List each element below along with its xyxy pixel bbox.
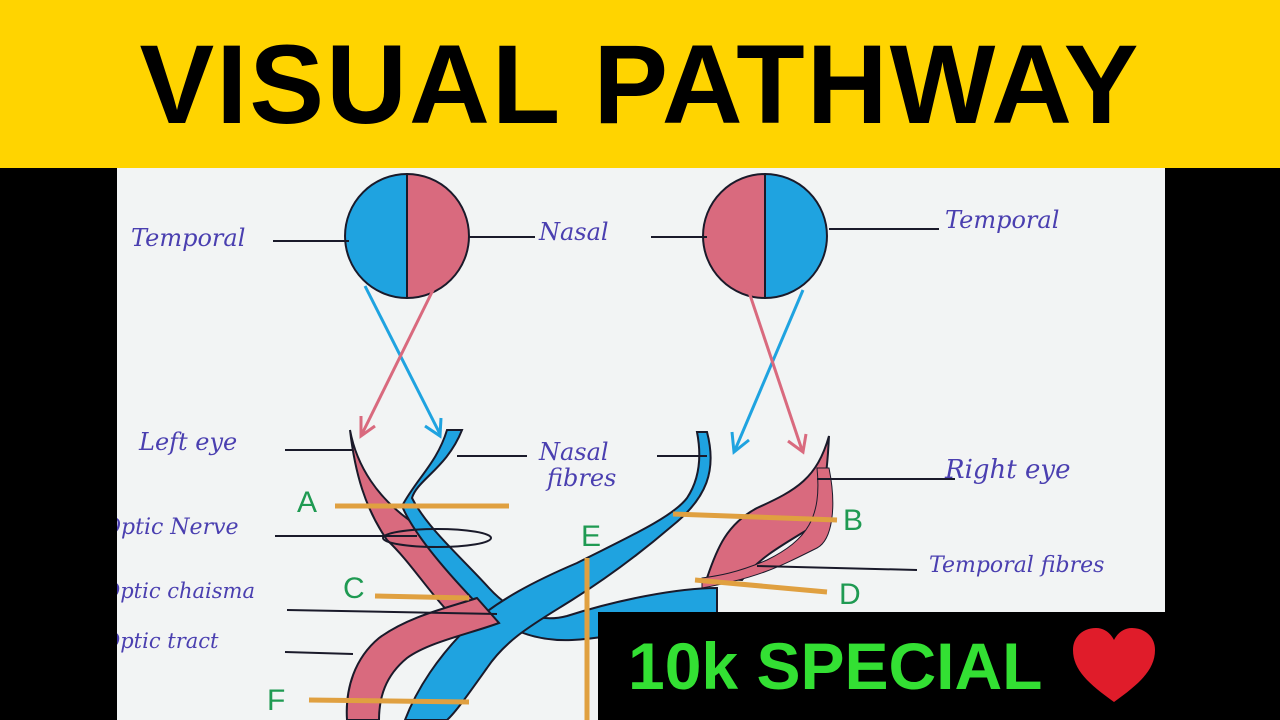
label-pointer-lines — [273, 228, 955, 655]
label-nasal: Nasal — [538, 218, 609, 246]
page-title: VISUAL PATHWAY — [139, 21, 1141, 147]
lesion-label-b: B — [843, 504, 863, 537]
visual-pathway-diagram: Temporal Nasal Temporal Left eye Nasal f… — [117, 172, 1104, 720]
label-left-eye: Left eye — [138, 428, 237, 456]
left-eyeball — [344, 172, 470, 300]
optic-nerve-loop — [382, 528, 492, 548]
lesion-label-a: A — [297, 486, 317, 519]
label-nasal-fibres-1: Nasal — [538, 438, 609, 466]
label-temporal-fibres: Temporal fibres — [929, 553, 1104, 578]
heart-icon — [1072, 628, 1155, 702]
lesion-b-line — [672, 511, 838, 523]
lesion-label-f: F — [267, 684, 285, 717]
title-banner: VISUAL PATHWAY — [0, 0, 1280, 168]
lesion-label-d: D — [839, 578, 861, 611]
label-optic-nerve: Optic Nerve — [117, 515, 239, 540]
lesion-label-c: C — [343, 572, 365, 605]
lesion-f-line — [308, 697, 470, 705]
lesion-d-line — [694, 577, 828, 595]
right-light-rays — [730, 285, 808, 455]
left-light-rays — [359, 285, 443, 439]
label-temporal-left: Temporal — [131, 224, 245, 252]
lesion-c-line — [374, 593, 470, 601]
badge-text: 10k SPECIAL — [628, 629, 1043, 703]
ten-k-special-badge: 10k SPECIAL — [598, 612, 1264, 720]
diagram-paper: Temporal Nasal Temporal Left eye Nasal f… — [117, 168, 1165, 720]
label-right-eye: Right eye — [944, 455, 1070, 485]
label-temporal-right: Temporal — [945, 206, 1059, 234]
label-optic-tract: Optic tract — [117, 629, 219, 653]
right-eyeball — [702, 172, 828, 300]
label-optic-chiasma: Optic chaisma — [117, 579, 255, 603]
label-nasal-fibres-2: fibres — [545, 464, 616, 492]
lesion-bars — [308, 503, 838, 720]
lesion-label-e: E — [581, 520, 601, 553]
